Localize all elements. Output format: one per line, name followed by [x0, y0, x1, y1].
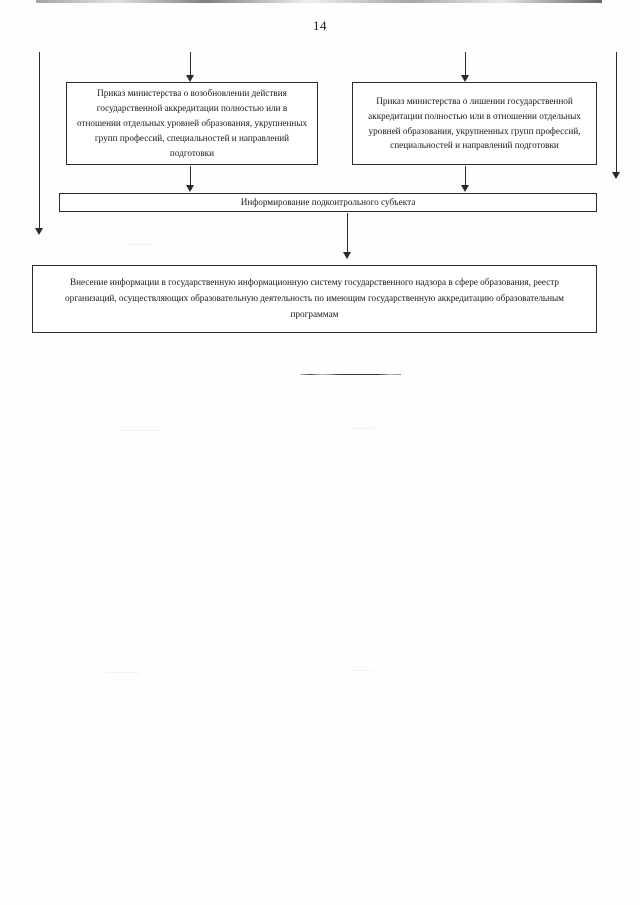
connector-into-order-resume — [190, 52, 191, 76]
page-number: 14 — [313, 18, 327, 33]
arrowhead-into-order-resume — [186, 75, 194, 82]
arrowhead-revoke-to-inform — [461, 185, 469, 192]
node-order-resume-text: Приказ министерства о возобновлении дейс… — [76, 88, 308, 158]
arrowhead-left-rail — [35, 228, 43, 235]
connector-right-rail — [616, 52, 617, 176]
arrowhead-resume-to-inform — [186, 185, 194, 192]
scan-streak — [120, 430, 160, 431]
separator-rule — [300, 374, 401, 375]
connector-inform-to-register — [347, 213, 348, 258]
connector-resume-to-inform — [190, 166, 191, 186]
node-order-resume: Приказ министерства о возобновлении дейс… — [66, 82, 318, 165]
arrowhead-into-order-revoke — [461, 75, 469, 82]
scan-streak — [348, 428, 374, 429]
arrowhead-right-rail — [612, 172, 620, 179]
scan-streak — [126, 244, 156, 245]
node-order-revoke-text: Приказ министерства о лишении государств… — [368, 95, 581, 151]
connector-into-order-revoke — [465, 52, 466, 76]
scan-streak — [352, 670, 374, 671]
node-inform-subject-text: Информирование подконтрольного субъекта — [240, 197, 416, 208]
node-register-entry: Внесение информации в государственную ин… — [32, 265, 597, 333]
node-inform-subject: Информирование подконтрольного субъекта — [59, 193, 597, 212]
scan-streak — [106, 672, 140, 673]
scan-edge-artifact — [36, 0, 602, 3]
node-register-entry-text: Внесение информации в государственную ин… — [65, 277, 564, 319]
arrowhead-inform-to-register — [343, 252, 351, 259]
connector-revoke-to-inform — [465, 166, 466, 186]
node-order-revoke: Приказ министерства о лишении государств… — [352, 82, 597, 165]
connector-left-rail — [39, 52, 40, 232]
